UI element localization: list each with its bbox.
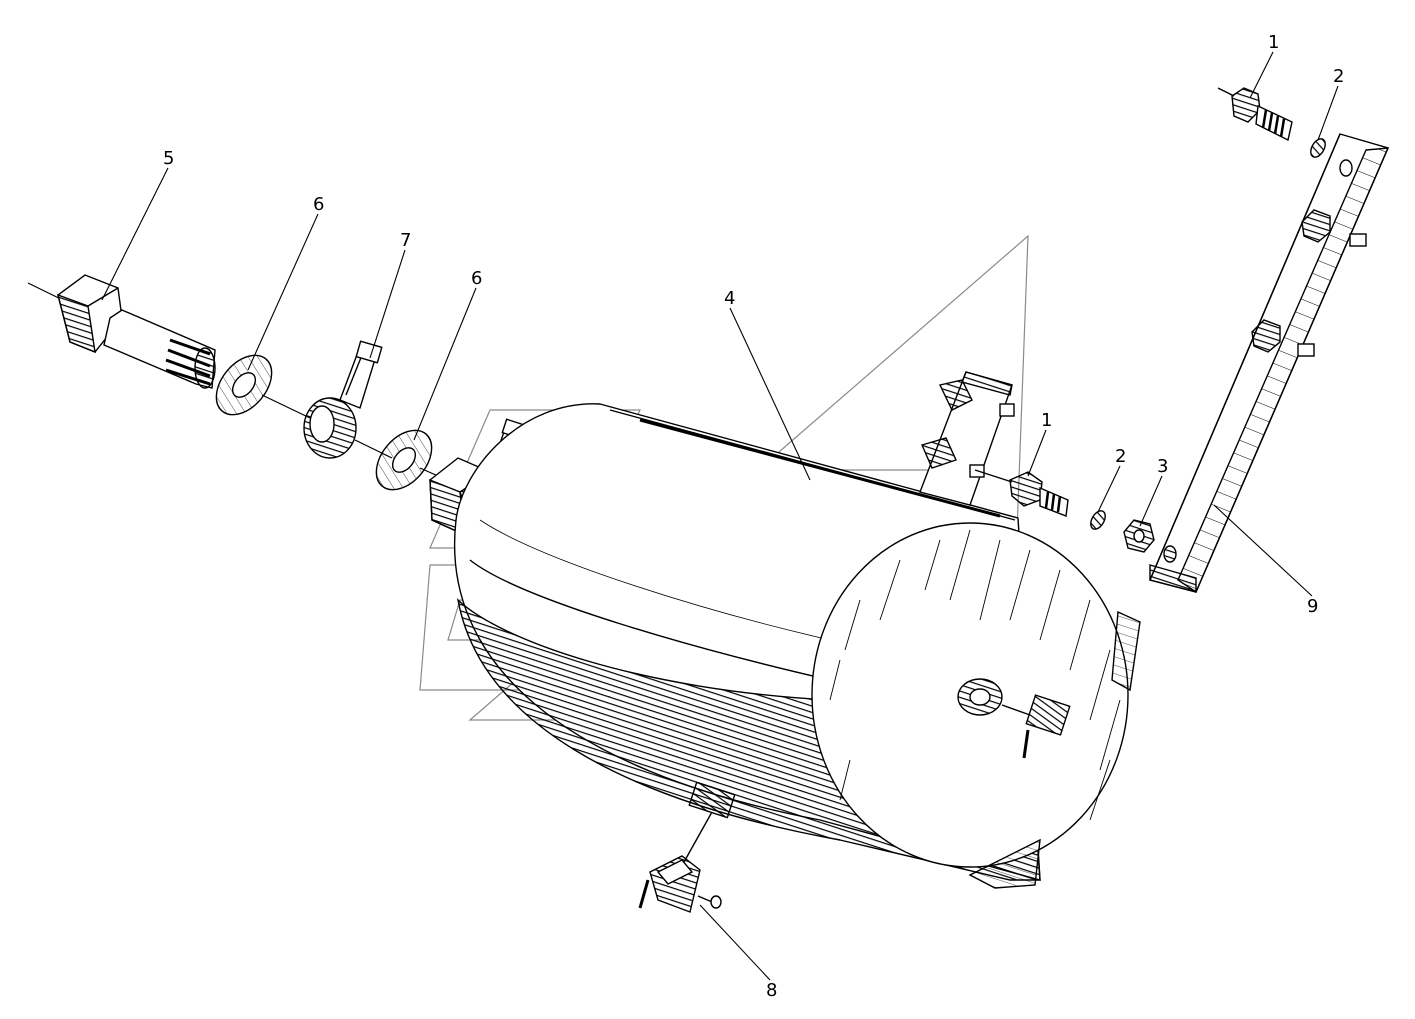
nut-part-3 — [1123, 519, 1155, 553]
bolt-part-1-top — [1217, 87, 1293, 142]
callout-4: 4 — [724, 288, 735, 309]
washer-part-6-left — [215, 354, 273, 416]
callout-6-left: 6 — [313, 194, 324, 215]
washer-part-6-right — [375, 429, 433, 491]
washer-part-2-middle — [1090, 510, 1106, 530]
air-tank-part-4 — [454, 403, 1141, 889]
banjo-fitting-part-7 — [303, 340, 383, 459]
tank-mounting-strap — [919, 371, 1015, 506]
leader-lines — [101, 51, 1339, 981]
callout-7: 7 — [400, 230, 411, 251]
callout-1-top: 1 — [1268, 32, 1279, 53]
strap-part-9 — [1149, 133, 1390, 594]
callout-1-middle: 1 — [1041, 410, 1052, 431]
callout-5: 5 — [163, 148, 174, 169]
callout-9: 9 — [1307, 596, 1318, 617]
callout-3: 3 — [1157, 456, 1168, 477]
callout-labels: 1 2 5 6 7 6 4 1 2 3 9 8 — [163, 32, 1344, 1001]
callout-6-right: 6 — [471, 268, 482, 289]
bolt-part-1-middle — [974, 469, 1069, 517]
callout-2-middle: 2 — [1115, 446, 1126, 467]
callout-8: 8 — [766, 980, 777, 1001]
callout-2-top: 2 — [1333, 66, 1344, 87]
drain-valve-part-8 — [638, 811, 722, 913]
washer-part-2-top — [1310, 138, 1326, 158]
bolt-part-5 — [56, 274, 216, 389]
